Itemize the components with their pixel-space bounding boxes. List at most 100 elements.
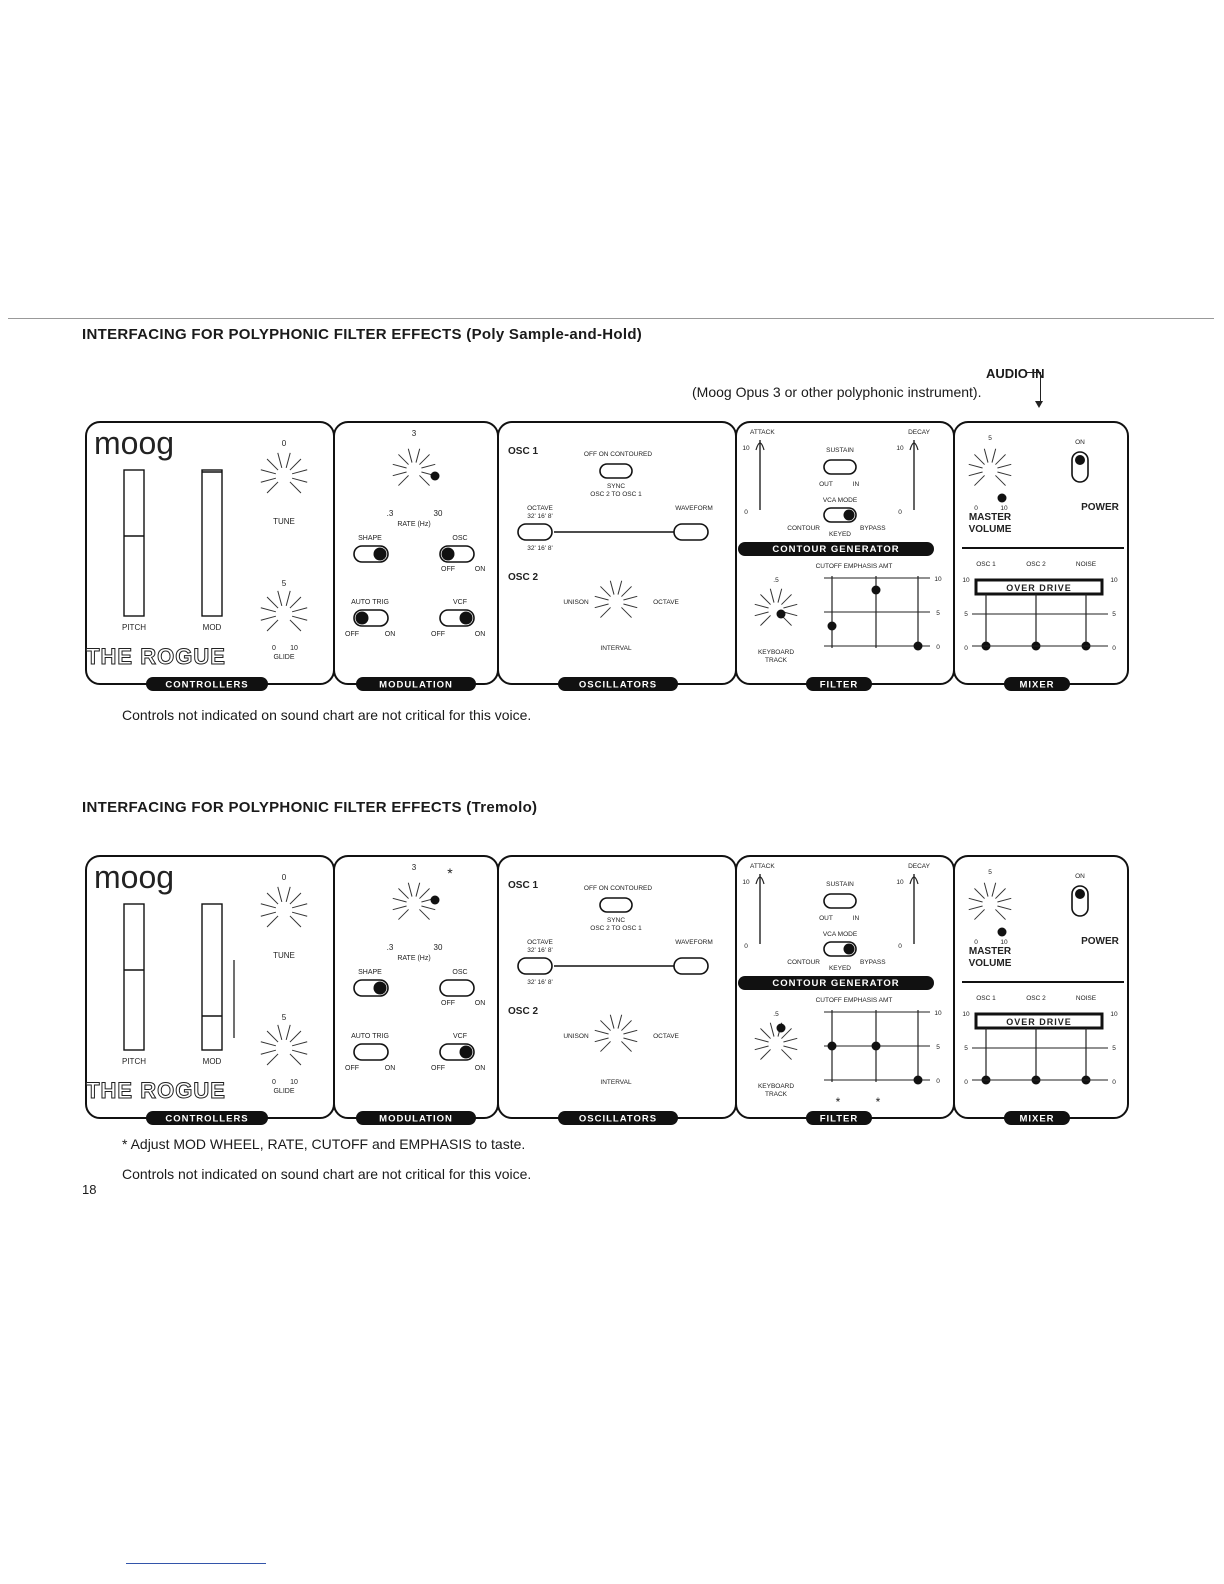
power-switch-knob: [1075, 455, 1085, 465]
interval-knob: [594, 1014, 638, 1052]
sustain-out-label: OUT: [819, 481, 833, 488]
vca-contour-label: CONTOUR: [787, 525, 820, 532]
attack-slider-cap: [755, 442, 765, 451]
vca-mode-label: VCA MODE: [823, 497, 858, 504]
auto-off-label: OFF: [345, 631, 359, 638]
knob-tick: [398, 454, 409, 465]
vcf-label: VCF: [453, 599, 467, 606]
sustain-switch: [823, 459, 857, 475]
over-drive-label: OVER DRIVE: [1006, 1017, 1072, 1027]
master-volume-dot: [997, 927, 1007, 937]
knob-tick: [260, 607, 277, 613]
controllers-label-bg: [146, 677, 268, 691]
mixer-label: MIXER: [1019, 680, 1054, 691]
knob-tick: [760, 615, 771, 626]
glide-tick-ten: 10: [290, 1079, 298, 1086]
decay-tick-zero: 0: [898, 509, 902, 516]
knob-tick: [991, 882, 997, 897]
knob-tick: [783, 1037, 798, 1043]
knob-tick: [997, 463, 1012, 469]
controllers-label-bg: [146, 1111, 268, 1125]
osc1-octave-values: 32' 16' 8': [527, 513, 552, 520]
glide-tick-zero: 0: [272, 645, 276, 652]
glide-tick-zero: 0: [272, 1079, 276, 1086]
keyboard-track-knob: [754, 588, 798, 626]
knob-tick: [974, 909, 985, 920]
knob-tick: [266, 619, 279, 632]
knob-tick: [260, 469, 277, 475]
mixer-noise-label: NOISE: [1076, 561, 1097, 568]
mixer-tick-five-r: 5: [1112, 1045, 1116, 1052]
knob-tick: [407, 882, 413, 897]
emphasis-star: *: [876, 1095, 881, 1109]
mixer-osc1-label: OSC 1: [976, 561, 996, 568]
filter-label-bg: [806, 677, 872, 691]
glide-label: GLIDE: [273, 654, 294, 661]
vcf-off-label: OFF: [431, 631, 445, 638]
vca-bypass-label: BYPASS: [860, 525, 886, 532]
decay-slider-cap: [909, 442, 919, 451]
knob-tick: [260, 615, 277, 621]
auto-on-label: ON: [385, 631, 396, 638]
knob-tick: [995, 909, 1006, 920]
knob-tick: [997, 471, 1012, 477]
vca-contour-label: CONTOUR: [787, 959, 820, 966]
auto-trig-switch: [353, 1043, 389, 1061]
glide-label: GLIDE: [273, 1088, 294, 1095]
knob-tick: [291, 1041, 308, 1047]
knob-tick: [754, 1037, 769, 1043]
sync-sub-label: OSC 2 TO OSC 1: [590, 925, 642, 932]
master-volume-dot: [997, 493, 1007, 503]
mixer-tick-zero-r: 0: [1112, 1079, 1116, 1086]
attack-tick-zero: 0: [744, 943, 748, 950]
mixer-osc1-label: OSC 1: [976, 995, 996, 1002]
volume-tick-zero: 0: [974, 939, 978, 946]
osc-label: OSC: [452, 535, 467, 542]
knob-tick: [621, 586, 632, 597]
filter-label: FILTER: [820, 1114, 859, 1125]
mixer-tick-ten-r: 10: [1110, 577, 1118, 584]
filter-tick-zero: 0: [936, 1078, 940, 1085]
osc1-octave-switch: [517, 523, 553, 541]
decay-tick-ten: 10: [896, 445, 904, 452]
filter-tick-zero: 0: [936, 644, 940, 651]
auto-trig-label: AUTO TRIG: [351, 1033, 389, 1040]
sync-label: SYNC: [607, 483, 625, 490]
knob-tick: [285, 590, 291, 607]
mixer-label: MIXER: [1019, 1114, 1054, 1125]
emphasis-dot: [871, 1041, 881, 1051]
knob-tick: [617, 1014, 623, 1029]
glide-knob: [260, 590, 308, 632]
emphasis-dot: [871, 585, 881, 595]
knob-tick: [995, 454, 1006, 465]
contour-generator-bg: [738, 976, 934, 990]
rate-label: RATE (Hz): [397, 955, 430, 962]
cutoff-dot: [827, 1041, 837, 1051]
rate-tick-thirty: 30: [434, 509, 443, 518]
power-on-label: ON: [1075, 439, 1085, 446]
knob-tick: [783, 1045, 798, 1051]
vca-keyed-label: KEYED: [829, 531, 851, 538]
knob-tick: [760, 1049, 771, 1060]
mixer-tick-ten-l: 10: [962, 577, 970, 584]
contour-generator-label: CONTOUR GENERATOR: [772, 978, 899, 989]
osc2-octave-values: 32' 16' 8': [527, 979, 552, 986]
waveform-label: WAVEFORM: [675, 505, 713, 512]
glide-knob: [260, 1024, 308, 1066]
knob-tick: [983, 882, 989, 897]
knob-tick: [398, 475, 409, 486]
pitch-label: PITCH: [122, 623, 146, 632]
rate-knob: [392, 448, 436, 486]
knob-tick: [594, 603, 609, 609]
rate-knob-dot: [430, 895, 440, 905]
knob-tick: [783, 611, 798, 617]
section-2-heading: INTERFACING FOR POLYPHONIC FILTER EFFECT…: [82, 799, 538, 816]
mixer-label-bg: [1004, 677, 1070, 691]
knob-tick: [291, 1049, 308, 1055]
over-drive-box: [974, 1012, 1104, 1030]
knob-tick: [991, 448, 997, 463]
filter-tick-five: 5: [936, 1044, 940, 1051]
master-volume-knob: [968, 448, 1012, 486]
osc1-waveform-switch: [673, 957, 709, 975]
